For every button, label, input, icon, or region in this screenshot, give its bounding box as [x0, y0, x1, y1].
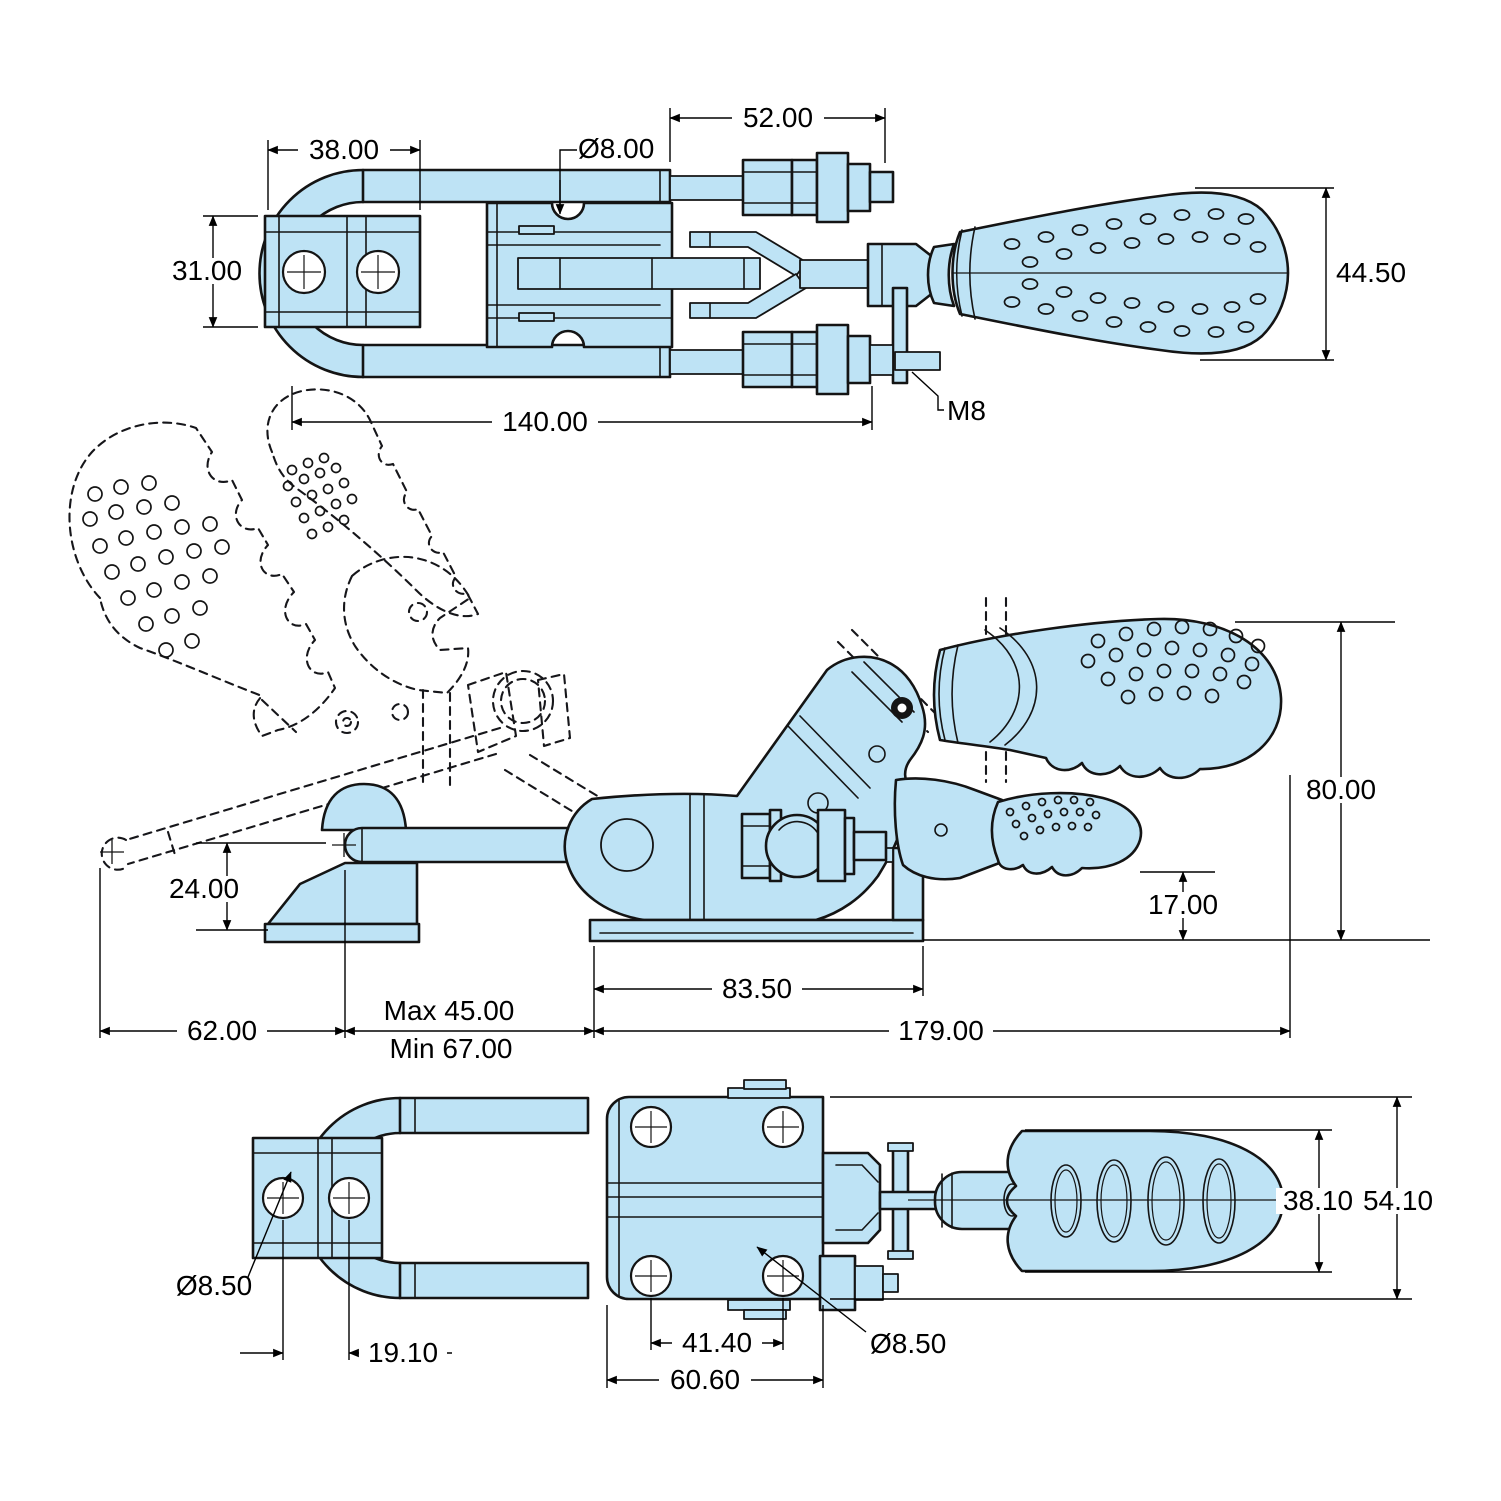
phantom-clamp-arm	[342, 555, 472, 695]
handle-grip	[932, 617, 1283, 780]
dim-top-31-label: 31.00	[172, 255, 242, 286]
center-mark	[100, 840, 124, 864]
latch-catch	[263, 782, 421, 944]
dim-side-min67-label: Min 67.00	[390, 1033, 513, 1064]
side-view: 24.00 62.00 Max 45.00 Min 67.00 83.50 17…	[68, 388, 1430, 1064]
handle-collar	[926, 242, 956, 308]
dim-top-m8-label: M8	[947, 395, 986, 426]
dim-top-140-label: 140.00	[502, 406, 588, 437]
threaded-rod-bottom	[669, 349, 744, 375]
release-trigger	[893, 777, 1143, 881]
dim-bottom-5410-label: 54.10	[1363, 1185, 1433, 1216]
phantom-handle-large	[68, 421, 337, 738]
trigger-grip	[990, 791, 1143, 877]
bottom-view-dimensions: Ø8.50 19.10 41.40 60.60 Ø8.50 38.10	[176, 1096, 1440, 1395]
dim-top-rod-dia-label: Ø8.00	[578, 133, 654, 164]
rod-boss	[600, 818, 654, 872]
handle-side-view	[932, 617, 1283, 780]
dim-bottom-3810-label: 38.10	[1283, 1185, 1353, 1216]
latch-housing	[485, 201, 936, 349]
phantom-lever	[124, 726, 502, 842]
dim-bottom-dia-plate-label: Ø8.50	[870, 1328, 946, 1359]
handle-top-view	[926, 191, 1290, 355]
base-plate-bottom	[605, 1079, 825, 1320]
threaded-rod-top	[669, 175, 744, 201]
dim-side-835-label: 83.50	[722, 973, 792, 1004]
handle-grip-bottom	[1005, 1129, 1285, 1273]
dim-bottom-6060-label: 60.60	[670, 1364, 740, 1395]
phantom-nut	[466, 670, 518, 754]
dim-top-52-label: 52.00	[743, 102, 813, 133]
hex-nuts	[741, 151, 941, 396]
clamp-body	[563, 655, 927, 922]
latch-hook-plate	[815, 323, 850, 396]
nut-bottom	[818, 1254, 857, 1312]
fork-arm	[689, 273, 807, 319]
handle-bottom-view	[908, 1129, 1285, 1273]
center-mark	[332, 833, 356, 857]
link-bar	[799, 259, 869, 289]
mechanism-bottom	[818, 1142, 1004, 1312]
dim-side-80-label: 80.00	[1306, 774, 1376, 805]
latch-hook-plate	[815, 151, 850, 224]
dim-bottom-dia-left-label: Ø8.50	[176, 1270, 252, 1301]
mounting-bracket-bottom	[251, 1136, 384, 1260]
dim-side-max45-label: Max 45.00	[384, 995, 515, 1026]
top-view: 52.00 38.00 Ø8.00 31.00 44.50 140.00	[163, 102, 1406, 437]
m8-thread-stub	[894, 351, 941, 371]
phantom-pivot	[491, 669, 555, 733]
dim-side-179-label: 179.00	[898, 1015, 984, 1046]
phantom-open-position	[68, 388, 1008, 871]
side-view-dimensions: 24.00 62.00 Max 45.00 Min 67.00 83.50 17…	[99, 621, 1430, 1064]
dim-bottom-4140-label: 41.40	[682, 1327, 752, 1358]
dim-top-38-label: 38.00	[309, 134, 379, 165]
dim-side-62-label: 62.00	[187, 1015, 257, 1046]
dim-side-17-label: 17.00	[1148, 889, 1218, 920]
spindle-assembly	[740, 808, 888, 883]
mounting-bracket	[263, 214, 422, 329]
dim-top-4450-label: 44.50	[1336, 257, 1406, 288]
phantom-handle-small	[266, 388, 480, 618]
bottom-view: Ø8.50 19.10 41.40 60.60 Ø8.50 38.10	[176, 1079, 1440, 1395]
top-view-dimensions: 52.00 38.00 Ø8.00 31.00 44.50 140.00	[163, 102, 1406, 437]
dim-bottom-1910-label: 19.10	[368, 1337, 438, 1368]
dim-side-24-label: 24.00	[169, 873, 239, 904]
